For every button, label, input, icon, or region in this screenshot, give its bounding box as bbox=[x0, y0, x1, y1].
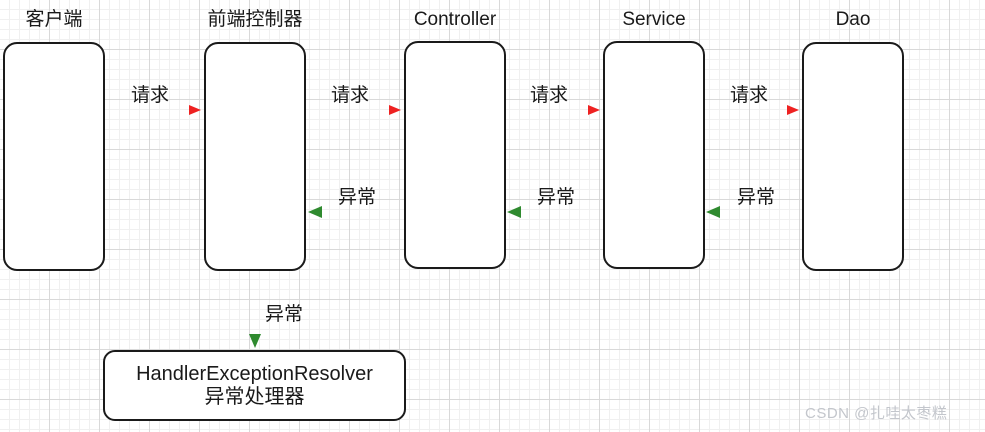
edge-label-exception-1: 异常 bbox=[338, 187, 377, 208]
edge-label-request-1: 请求 bbox=[131, 85, 170, 106]
node-box-dao[interactable] bbox=[802, 42, 904, 271]
edge-label-request-3: 请求 bbox=[530, 85, 569, 106]
edge-label-request-2: 请求 bbox=[331, 85, 370, 106]
edge-label-request-4: 请求 bbox=[730, 85, 769, 106]
node-title-controller: Controller bbox=[413, 9, 497, 30]
node-box-client[interactable] bbox=[3, 42, 105, 271]
handler-exception-resolver-line1: HandlerExceptionResolver bbox=[136, 362, 373, 385]
edge-label-exception-2: 异常 bbox=[537, 187, 576, 208]
node-title-dao: Dao bbox=[835, 9, 871, 30]
node-box-controller[interactable] bbox=[404, 41, 506, 269]
node-box-service[interactable] bbox=[603, 41, 705, 269]
node-title-client: 客户端 bbox=[25, 9, 83, 30]
csdn-watermark: CSDN @扎哇太枣糕 bbox=[805, 405, 948, 422]
edge-label-exception-down: 异常 bbox=[265, 304, 304, 325]
node-box-handler-exception-resolver[interactable]: HandlerExceptionResolver 异常处理器 bbox=[103, 350, 406, 421]
handler-exception-resolver-line2: 异常处理器 bbox=[204, 385, 305, 408]
node-title-service: Service bbox=[622, 9, 686, 30]
node-title-front-controller: 前端控制器 bbox=[207, 9, 303, 30]
node-box-front-controller[interactable] bbox=[204, 42, 306, 271]
edge-label-exception-3: 异常 bbox=[737, 187, 776, 208]
